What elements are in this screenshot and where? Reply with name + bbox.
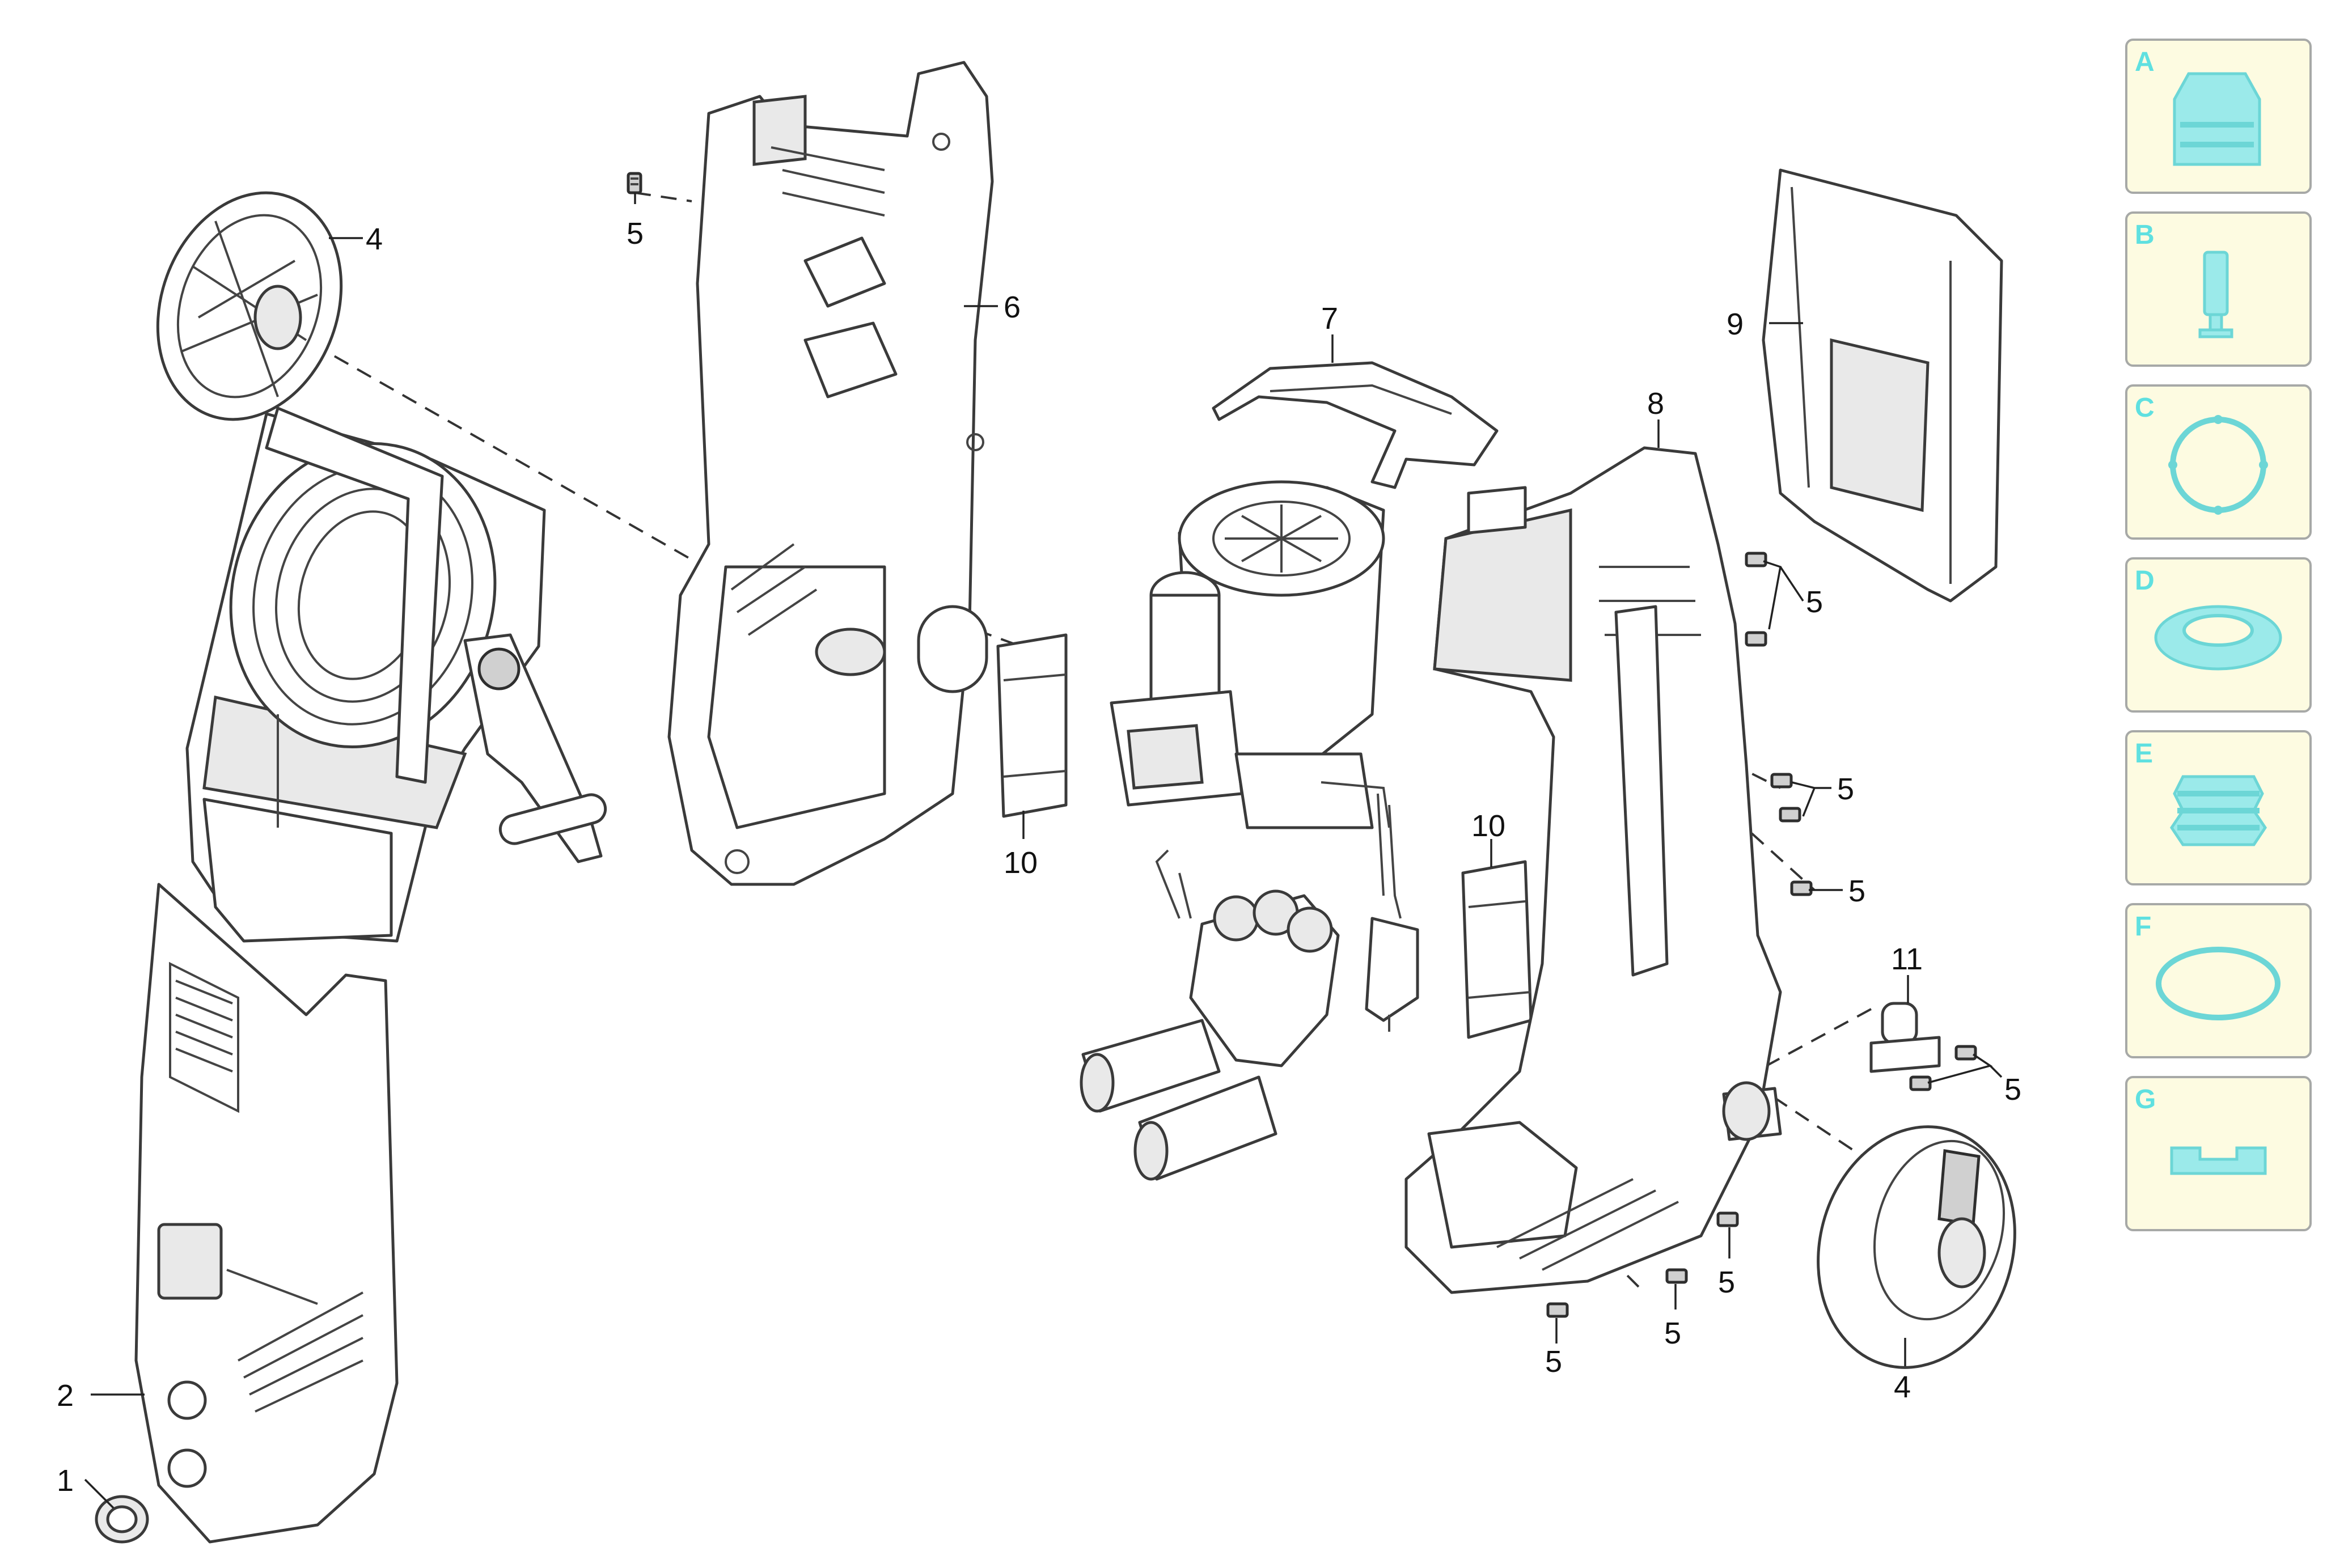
- seal-ring-icon: [2168, 415, 2268, 515]
- power-plug: [1365, 804, 1419, 1032]
- washer-icon: [2154, 605, 2282, 671]
- legend-item-d[interactable]: D: [2125, 557, 2312, 713]
- callout-4-top: 4: [366, 222, 383, 256]
- callout-10-center: 10: [1471, 809, 1505, 843]
- callout-5-right-3: 5: [1848, 874, 1865, 908]
- callout-7: 7: [1321, 302, 1338, 336]
- nut: [95, 1495, 149, 1544]
- legend-letter-g: G: [2135, 1084, 2156, 1114]
- wheel-top: [156, 191, 343, 421]
- bracket: [1869, 1002, 1941, 1073]
- legend-item-g[interactable]: G: [2125, 1076, 2312, 1231]
- wheel-bottom: [1817, 1125, 2016, 1369]
- legend-letter-e: E: [2135, 739, 2153, 769]
- callout-5-right-4: 5: [2004, 1073, 2021, 1107]
- legend-letter-d: D: [2135, 566, 2155, 596]
- screw-top: [627, 172, 642, 194]
- hose-reel: [185, 406, 607, 943]
- callout-11: 11: [1891, 942, 1923, 976]
- clip-center: [1461, 860, 1533, 1039]
- legend-letter-a: A: [2135, 47, 2155, 77]
- legend-letter-c: C: [2135, 393, 2155, 423]
- callout-5-bottom-2: 5: [1664, 1316, 1681, 1350]
- rear-housing: [667, 61, 994, 886]
- side-panel: [1762, 168, 2003, 603]
- o-ring-icon: [2156, 947, 2281, 1020]
- pin-icon: [2198, 251, 2233, 338]
- legend-item-a[interactable]: A: [2125, 39, 2312, 194]
- clip-left: [996, 633, 1068, 818]
- legend-panel: A B C: [2125, 39, 2312, 1231]
- legend-item-c[interactable]: C: [2125, 384, 2312, 540]
- legend-letter-f: F: [2135, 912, 2151, 942]
- callout-2: 2: [57, 1379, 74, 1413]
- callout-10-left: 10: [1004, 846, 1038, 880]
- pump: [1080, 849, 1340, 1181]
- bellows-seal-icon: [2169, 775, 2267, 846]
- legend-item-b[interactable]: B: [2125, 211, 2312, 367]
- callout-6: 6: [1004, 290, 1021, 324]
- callout-8: 8: [1647, 387, 1664, 421]
- callout-5-bottom-1: 5: [1718, 1265, 1735, 1299]
- motor: [1110, 480, 1390, 896]
- callout-5-bottom-3: 5: [1545, 1345, 1562, 1379]
- callout-4-bottom: 4: [1894, 1370, 1911, 1404]
- legend-letter-b: B: [2135, 220, 2155, 250]
- legend-item-f[interactable]: F: [2125, 903, 2312, 1058]
- callout-9: 9: [1727, 307, 1744, 341]
- front-cover: [134, 883, 399, 1544]
- callout-5-top: 5: [627, 217, 644, 251]
- main-body: [1404, 446, 1782, 1294]
- pump-head-icon: [2173, 72, 2261, 166]
- legend-item-e[interactable]: E: [2125, 730, 2312, 885]
- screws: [1546, 552, 1977, 1318]
- top-cover-piece: [1212, 361, 1499, 489]
- callout-1: 1: [57, 1464, 74, 1498]
- callout-5-right-1: 5: [1806, 585, 1823, 619]
- leader-lines: [84, 193, 2003, 1509]
- callout-labels: 1 2 4 5 6 7 8 9 10 10 11 5 5 5 5 5 5 5 4: [57, 217, 2021, 1498]
- callout-5-right-2: 5: [1837, 772, 1854, 806]
- bracket-icon: [2170, 1146, 2267, 1175]
